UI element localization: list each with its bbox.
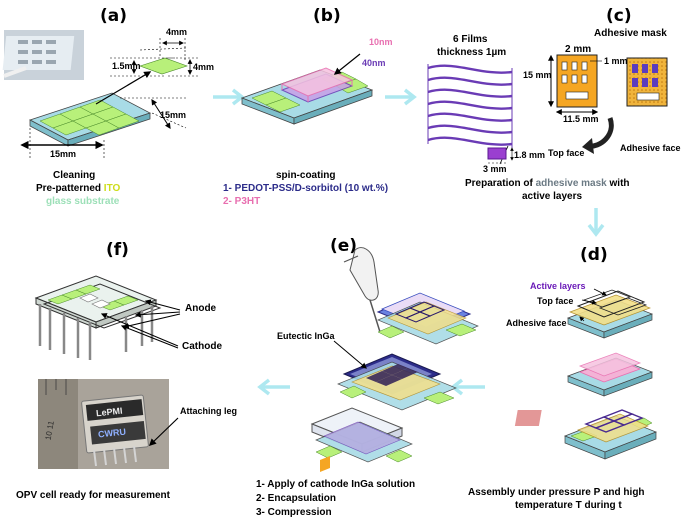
dim-b-40nm: 40nm: [362, 58, 386, 68]
panel-c-adhesive-mask: [548, 54, 668, 154]
dim-a-4mm-side: 4mm: [193, 62, 215, 72]
e-eutectic-ingaa: Eutectic InGa: [277, 331, 335, 341]
dim-films-1-8mm: 1.8 mm: [514, 150, 546, 160]
dim-a-4mm-top: 4mm: [166, 27, 188, 37]
dim-a-1-5mm: 1.5mm: [112, 61, 141, 71]
films-stack: [427, 64, 514, 165]
f-anode: Anode: [185, 303, 217, 314]
caption-c-line2: active layers: [522, 191, 583, 202]
caption-b-item2: 2- P3HT: [223, 196, 261, 207]
panel-label-d: (d): [580, 245, 608, 265]
device-photo: [38, 379, 179, 469]
panel-a-substrate: [2, 30, 200, 160]
caption-a-line2: Pre-patterned ITO: [36, 183, 121, 194]
panel-label-a: (a): [100, 6, 128, 26]
flow-arrows: [213, 88, 605, 396]
dim-films-3mm: 3 mm: [483, 164, 507, 174]
d-adhesive-face: Adhesive face: [506, 318, 567, 328]
d-top-face: Top face: [537, 296, 574, 306]
panel-label-e: (e): [330, 236, 358, 256]
dim-b-10nm: 10nm: [369, 37, 393, 47]
caption-c-title: Adhesive mask: [594, 28, 667, 39]
f-attaching-leg: Attaching leg: [180, 406, 238, 416]
panel-b-spin-coated: [240, 53, 374, 125]
panel-label-b: (b): [313, 6, 341, 26]
c-adhesive-face: Adhesive face: [620, 143, 681, 153]
films-title1: 6 Films: [453, 34, 488, 45]
caption-f: OPV cell ready for measurement: [16, 490, 170, 501]
d-active-layers: Active layers: [530, 281, 586, 291]
caption-a-glass: glass substrate: [46, 196, 120, 207]
caption-d-line2: temperature T during t: [515, 500, 622, 511]
dim-c-1mm: 1 mm: [604, 56, 628, 66]
panel-label-c: (c): [606, 6, 632, 26]
panel-label-f: (f): [106, 240, 129, 260]
caption-e-item1: 1- Apply of cathode InGa solution: [256, 479, 416, 490]
dim-a-15mm-right: 15mm: [160, 110, 187, 120]
caption-d-line1: Assembly under pressure P and high: [468, 487, 645, 498]
substrate-photo: [2, 30, 84, 80]
dim-c-15mm: 15 mm: [523, 70, 552, 80]
panel-d-assembly: [514, 288, 657, 460]
dim-c-11-5mm: 11.5 mm: [563, 114, 599, 124]
dim-a-15mm-bottom: 15mm: [50, 149, 77, 159]
caption-e-item3: 3- Compression: [256, 507, 332, 518]
films-title2: thickness 1µm: [437, 47, 507, 58]
caption-a-cleaning: Cleaning: [53, 170, 96, 181]
panel-f-device: [34, 275, 181, 469]
caption-b-item1: 1- PEDOT-PSS/D-sorbitol (10 wt.%): [223, 183, 389, 194]
caption-c-line1: Preparation of adhesive mask with: [465, 178, 630, 189]
caption-b-title: spin-coating: [276, 170, 336, 181]
dim-c-2mm: 2 mm: [565, 44, 592, 55]
f-cathode: Cathode: [182, 341, 222, 352]
caption-e-item2: 2- Encapsulation: [256, 493, 337, 504]
c-top-face: Top face: [548, 148, 585, 158]
panel-e-encapsulation: [310, 247, 479, 472]
